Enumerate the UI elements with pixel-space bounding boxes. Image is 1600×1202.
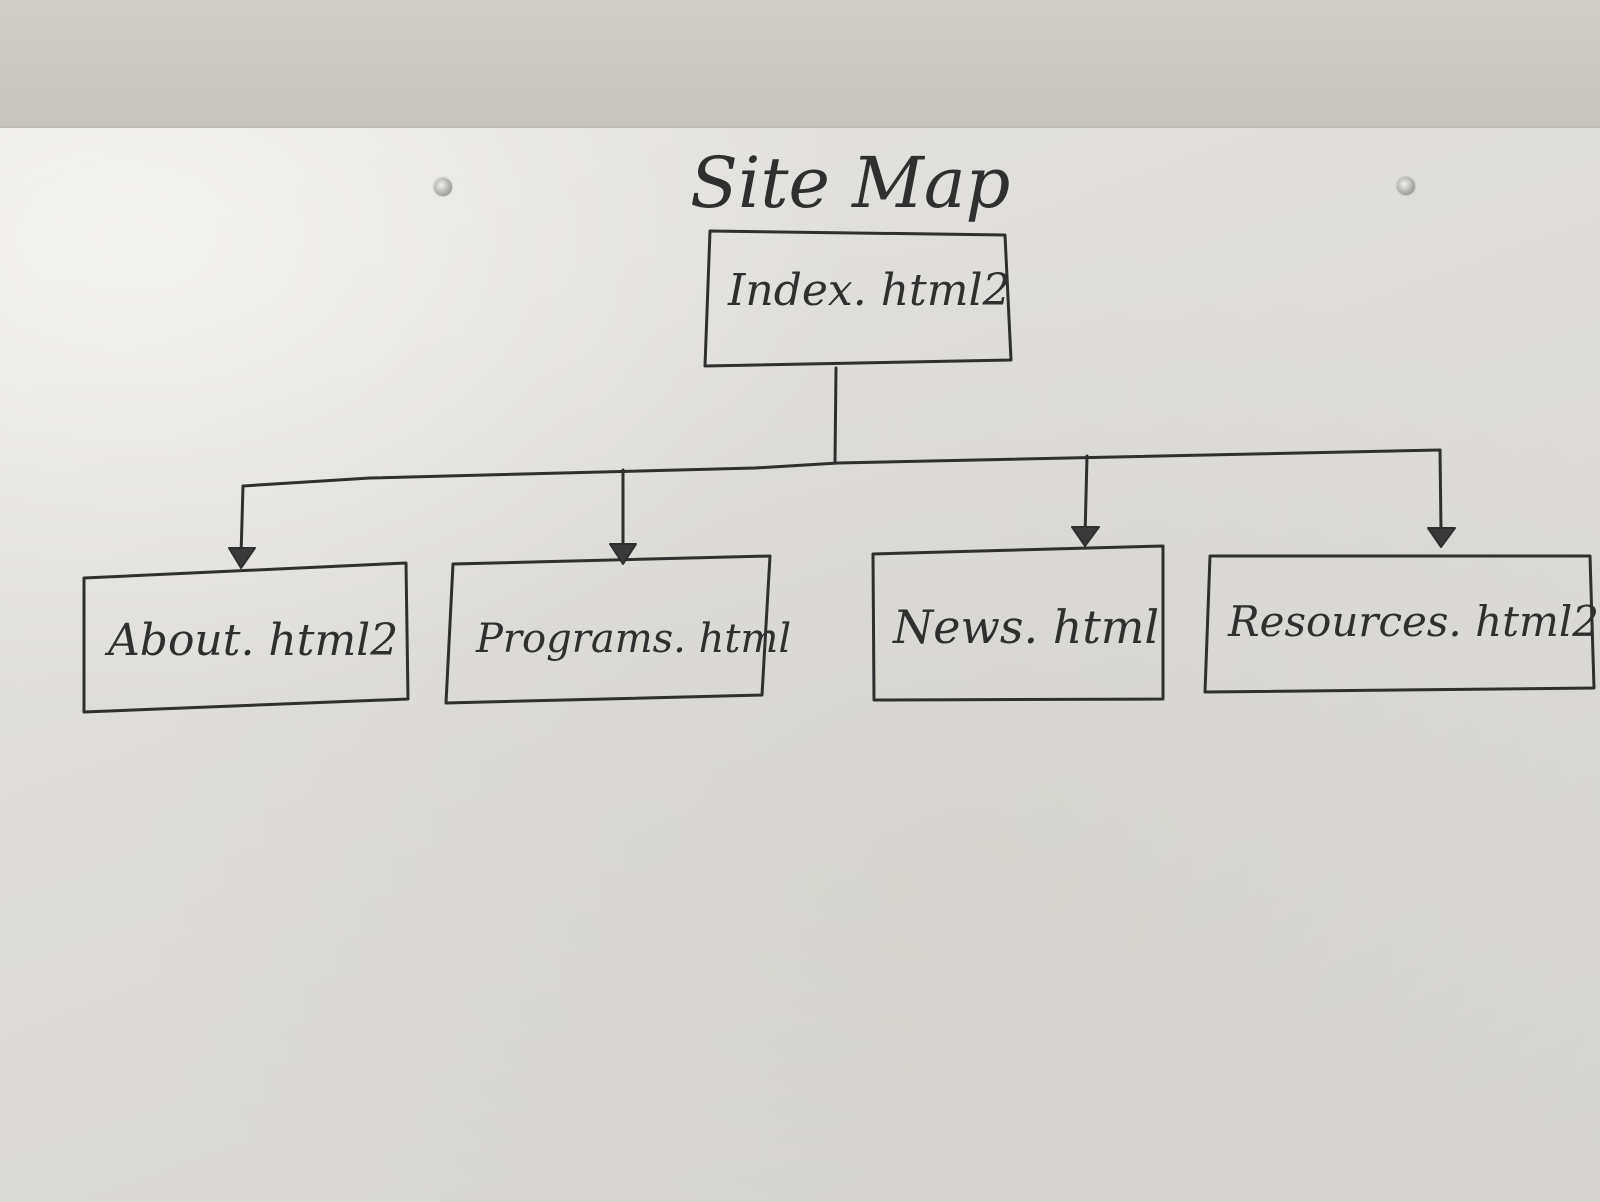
connector-about — [239, 484, 245, 558]
child-label-about: About. html2 — [104, 615, 398, 666]
child-box-about — [82, 561, 410, 714]
child-label-resources: Resources. html2 — [1227, 597, 1599, 646]
screw-right-icon — [1397, 177, 1415, 195]
arrow-resources-icon — [1427, 527, 1456, 548]
diagram-title: Site Map — [690, 142, 1010, 224]
arrow-news-icon — [1071, 526, 1100, 547]
connector-news — [1083, 454, 1089, 539]
child-box-resources — [1203, 554, 1596, 694]
child-label-news: News. html — [892, 600, 1159, 654]
child-box-programs — [444, 554, 772, 705]
whiteboard — [0, 126, 1600, 1202]
child-box-news — [871, 544, 1165, 702]
connector-trunk — [833, 366, 838, 465]
arrow-programs-icon — [609, 543, 637, 565]
arrow-about-icon — [228, 547, 256, 569]
connector-bus — [241, 448, 1442, 488]
wall — [0, 0, 1600, 128]
root-box — [703, 229, 1013, 368]
root-label: Index. html2 — [727, 265, 1011, 316]
connector-resources — [1438, 448, 1443, 532]
child-label-programs: Programs. html — [475, 616, 791, 662]
screw-left-icon — [434, 178, 452, 196]
